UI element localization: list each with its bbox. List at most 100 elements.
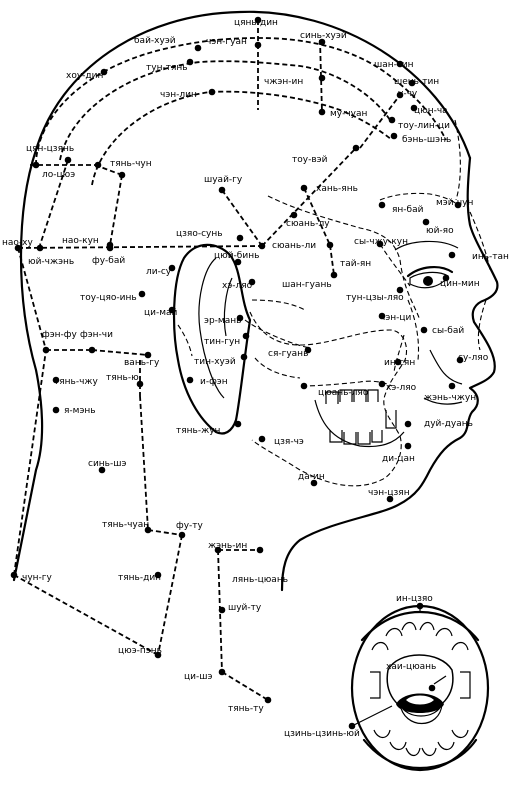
label-shuai-gu: шуай-гу bbox=[204, 175, 243, 185]
acupoint-dot bbox=[318, 74, 326, 82]
label-jen-in: жэнь-ин bbox=[208, 541, 247, 551]
label-chen-ci: чэн-ци bbox=[380, 313, 412, 323]
acupoint-dot bbox=[240, 353, 248, 361]
point-labels: цянь-дин бай-хуэй чэн-гуан синь-хуэй тун… bbox=[2, 18, 509, 739]
label-tai-yan: тай-ян bbox=[340, 259, 371, 269]
label-tou-lin-ci: тоу-лин-ци bbox=[398, 121, 450, 131]
label-sya-guan: ся-гуань bbox=[268, 349, 308, 359]
label-fen-chi: фэн-чи bbox=[80, 330, 113, 340]
label-cin-min: цин-мин bbox=[440, 279, 480, 289]
acupoint-dot bbox=[420, 326, 428, 334]
acupoint-dot bbox=[10, 571, 18, 579]
acupoint-dot bbox=[396, 60, 404, 68]
acupoint-dot bbox=[214, 546, 222, 554]
label-tin-hue: тин-хуэй bbox=[194, 357, 236, 367]
acupoint-dot bbox=[352, 144, 360, 152]
label-bai-hue: бай-хуэй bbox=[134, 36, 176, 46]
acupoint-dot bbox=[416, 602, 424, 610]
label-chun-gu: чун-гу bbox=[22, 573, 53, 583]
acupoint-dot bbox=[186, 376, 194, 384]
label-fen-fu: фэн-фу bbox=[42, 330, 77, 340]
acupoint-dot bbox=[422, 218, 430, 226]
acupoint-dot bbox=[218, 606, 226, 614]
label-tyan-chuan: тянь-чуан bbox=[102, 520, 149, 530]
acupoint-dot bbox=[258, 435, 266, 443]
label-ci-mai: ци-май bbox=[144, 308, 178, 318]
label-shan-sin: шан-син bbox=[374, 60, 414, 70]
label-ci-she: ци-шэ bbox=[184, 672, 212, 682]
label-cyan-lu: сюань-лу bbox=[286, 219, 330, 229]
acupoint-dot bbox=[396, 286, 404, 294]
acupoint-dot bbox=[186, 58, 194, 66]
acupoint-dot bbox=[404, 442, 412, 450]
acupoint-dot bbox=[208, 88, 216, 96]
acupoint-dot bbox=[52, 376, 60, 384]
label-tin-gun: тин-гун bbox=[204, 337, 240, 347]
acupoint-dot bbox=[154, 571, 162, 579]
acupoint-dot bbox=[378, 201, 386, 209]
acupoint-dot bbox=[300, 184, 308, 192]
acupoint-dot bbox=[248, 278, 256, 286]
acupoint-dot bbox=[52, 406, 60, 414]
label-yui-chzhen: юй-чжэнь bbox=[28, 257, 74, 267]
acupoint-dot bbox=[378, 380, 386, 388]
acupoint-dot bbox=[242, 332, 250, 340]
acupoint-dot bbox=[136, 380, 144, 388]
label-chzhen-in: чжэн-ин bbox=[264, 77, 303, 87]
label-han-yan: хань-янь bbox=[316, 184, 358, 194]
acupoint-dot bbox=[388, 116, 396, 124]
mouth-inset bbox=[350, 604, 490, 772]
acupoint-dot bbox=[36, 244, 44, 252]
acupoint-dot bbox=[168, 306, 176, 314]
acupoint-dot bbox=[300, 382, 308, 390]
label-cya-che: цзя-чэ bbox=[274, 437, 304, 447]
label-tyan-chun: тянь-чун bbox=[110, 159, 152, 169]
acupoint-dot bbox=[410, 104, 418, 112]
label-nao-kun: нао-кун bbox=[62, 236, 99, 246]
label-he-lyao2: хэ-ляо bbox=[386, 383, 417, 393]
acupoint-dot bbox=[32, 161, 40, 169]
acupoint-dot bbox=[256, 546, 264, 554]
label-ben-shen: бэнь-шэнь bbox=[402, 135, 451, 145]
acupoint-dot bbox=[456, 356, 464, 364]
label-tou-cyao-in: тоу-цяо-инь bbox=[80, 293, 137, 303]
head-outline bbox=[12, 10, 499, 592]
acupoint-dot bbox=[194, 44, 202, 52]
acupoint-dot bbox=[254, 16, 262, 24]
acupoint-dot bbox=[310, 479, 318, 487]
label-tyan-tu: тянь-ту bbox=[228, 704, 264, 714]
label-di-cyan: ди-цан bbox=[382, 454, 415, 464]
label-mei-chun: мэй-чун bbox=[436, 198, 473, 208]
label-cyuan-lyao: цюань-ляо bbox=[318, 388, 369, 398]
acupoint-dot bbox=[236, 234, 244, 242]
acupoint-dot bbox=[218, 668, 226, 676]
label-cyan-din: цянь-дин bbox=[234, 18, 278, 28]
label-sy-bai: сы-бай bbox=[432, 326, 464, 336]
label-u-chu: у-чу bbox=[398, 89, 418, 99]
label-tyan-chun2: тянь-жун bbox=[176, 426, 221, 436]
label-fu-tu: фу-ту bbox=[176, 521, 204, 531]
label-jen-chzhun: жэнь-чжун bbox=[424, 393, 476, 403]
acupoint-dot bbox=[394, 358, 402, 366]
acupoint-dot bbox=[144, 351, 152, 359]
acupoint-dot bbox=[168, 264, 176, 272]
label-in-cyao: ин-цзяо bbox=[396, 594, 433, 604]
label-cyan-ciyan: цян-цзянь bbox=[26, 144, 74, 154]
acupoint-dot bbox=[106, 244, 114, 252]
acupoint-dot bbox=[236, 314, 244, 322]
label-nao-hu: нао-ху bbox=[2, 238, 33, 248]
acupoint-dot bbox=[304, 346, 312, 354]
acupoint-dot bbox=[448, 251, 456, 259]
acupoint-dot bbox=[88, 346, 96, 354]
acupoint-dot bbox=[100, 68, 108, 76]
acupoint-dot bbox=[42, 346, 50, 354]
label-cyan-li: сюань-ли bbox=[272, 241, 316, 251]
label-sin-she: синь-шэ bbox=[88, 459, 126, 469]
acupoint-dot bbox=[390, 132, 398, 140]
acupoint-dot bbox=[428, 684, 436, 692]
acupoint-dot bbox=[138, 290, 146, 298]
acupoint-dot bbox=[94, 161, 102, 169]
acupoint-dot bbox=[408, 79, 416, 87]
